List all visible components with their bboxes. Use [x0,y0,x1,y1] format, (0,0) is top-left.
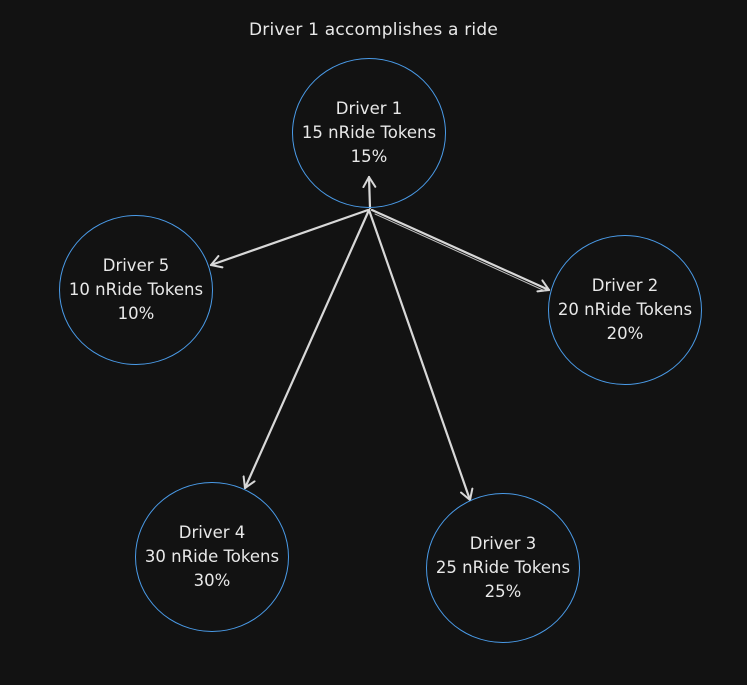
driver-5-node: Driver 5 10 nRide Tokens 10% [59,215,213,365]
driver-3-name: Driver 3 [469,534,537,553]
driver-4-percent: 30% [193,571,231,590]
driver-2-percent: 20% [606,324,644,343]
driver-4-node: Driver 4 30 nRide Tokens 30% [135,482,289,632]
driver-5-name: Driver 5 [102,256,170,275]
edge-to-driver-5 [209,208,370,269]
driver-3-percent: 25% [484,582,522,601]
diagram-title: Driver 1 accomplishes a ride [249,20,498,40]
driver-1-percent: 15% [350,147,388,166]
driver-3-node: Driver 3 25 nRide Tokens 25% [426,493,580,643]
driver-3-tokens: 25 nRide Tokens [435,558,571,577]
driver-4-name: Driver 4 [178,523,246,542]
edge-to-driver-3 [367,208,474,502]
driver-5-tokens: 10 nRide Tokens [68,280,204,299]
driver-1-node: Driver 1 15 nRide Tokens 15% [292,58,446,208]
driver-4-tokens: 30 nRide Tokens [144,547,280,566]
driver-2-node: Driver 2 20 nRide Tokens 20% [548,235,702,385]
driver-2-name: Driver 2 [591,276,659,295]
driver-1-tokens: 15 nRide Tokens [301,123,437,142]
edge-to-driver-4 [242,208,371,490]
edge-to-driver-2-stroke [374,213,546,292]
driver-1-name: Driver 1 [335,99,403,118]
driver-2-tokens: 20 nRide Tokens [557,300,693,319]
edge-to-driver-2 [370,208,551,293]
driver-5-percent: 10% [117,304,155,323]
